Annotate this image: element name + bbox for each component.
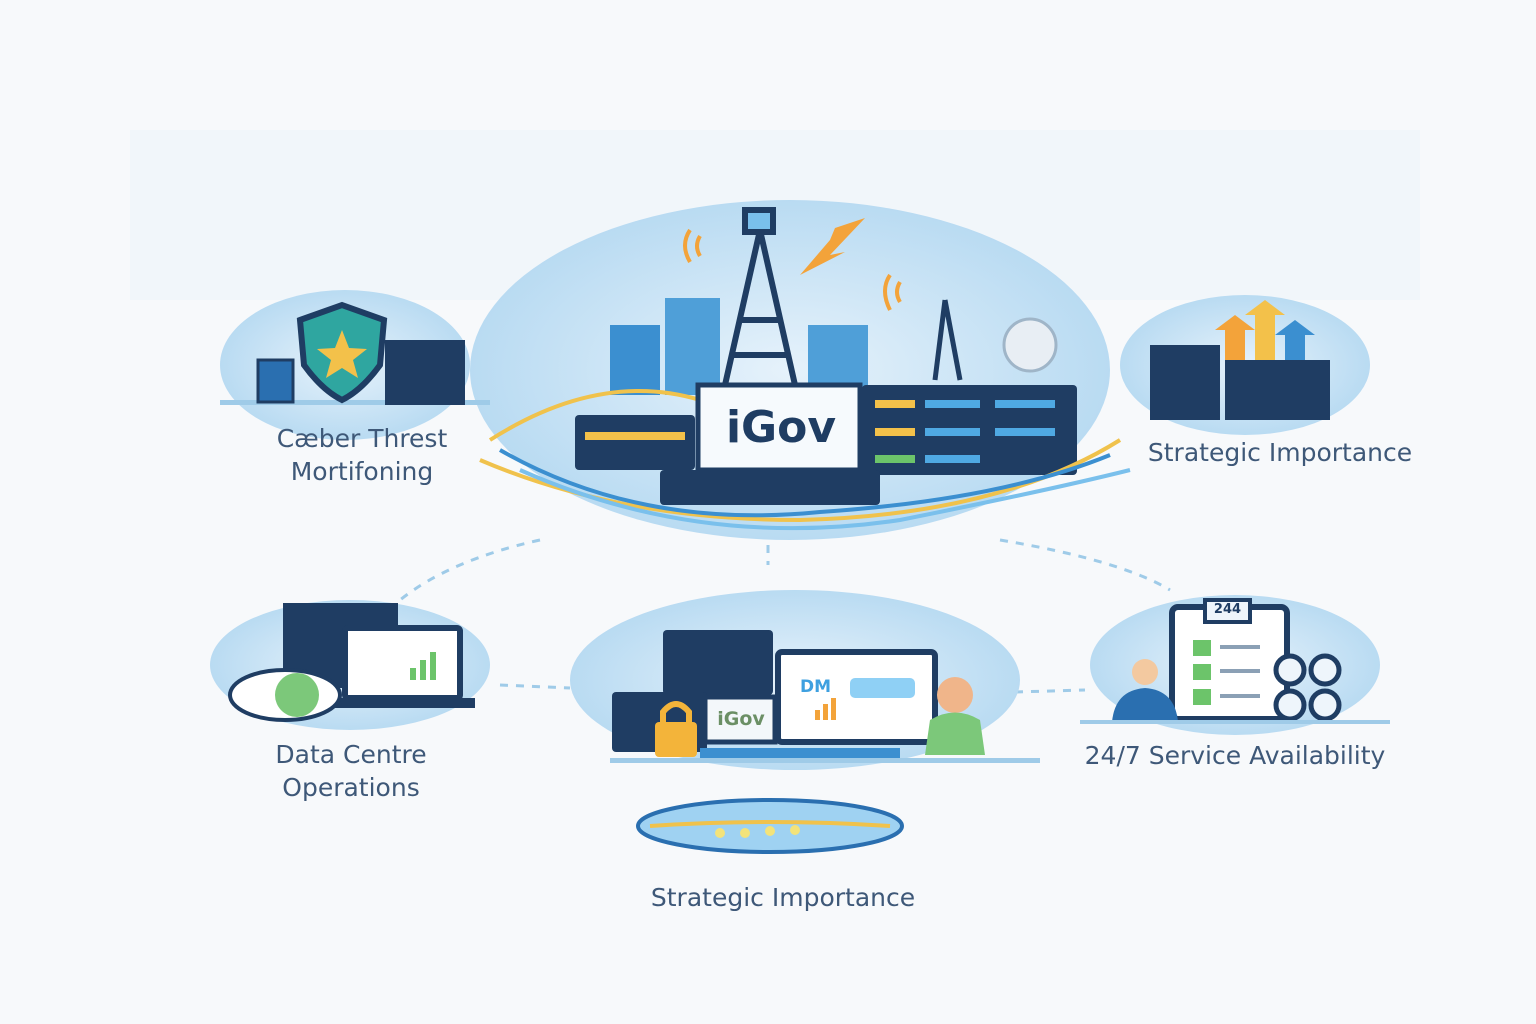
- label-strategic-top: Strategic Importance: [1148, 436, 1412, 469]
- label-line: 24/7 Service Availability: [1084, 741, 1386, 770]
- fiber-cable-node: [636, 798, 904, 854]
- label-line: Strategic Importance: [1147, 438, 1413, 467]
- person-icon: [1132, 659, 1158, 685]
- lightning-icon: [800, 218, 865, 275]
- person-icon: [937, 677, 973, 713]
- screen-logo: iGov: [717, 708, 765, 730]
- igov-logo: iGov: [725, 402, 837, 453]
- strategic-top-node: [1120, 295, 1370, 435]
- availability-node: [1080, 595, 1390, 735]
- workstation-node: [570, 590, 1040, 770]
- signal-icon: [683, 228, 702, 264]
- monitor-icon: [342, 625, 463, 701]
- label-line: Mortifoning: [290, 457, 434, 486]
- label-line: Data Centre: [275, 740, 427, 769]
- label-line: Cæber Threst: [276, 424, 448, 453]
- padlock-icon: [655, 722, 697, 757]
- datacentre-node: [210, 600, 490, 730]
- dashboard-text: DM: [800, 677, 832, 697]
- label-cyber: Cæber Threst Mortifoning: [277, 422, 448, 488]
- label-availability: 24/7 Service Availability: [1085, 739, 1386, 772]
- growth-arrows-icon: [1215, 300, 1315, 360]
- igov-panel: [695, 382, 863, 473]
- label-line: Operations: [282, 773, 420, 802]
- label-strategic-bottom: Strategic Importance: [651, 881, 915, 914]
- availability-badge: 244: [1213, 602, 1242, 617]
- satellite-dish-icon: [1002, 317, 1058, 373]
- house-icon: [256, 358, 295, 404]
- connector-lines: [399, 538, 1171, 694]
- radio-tower-icon: [722, 207, 798, 386]
- label-line: Strategic Importance: [650, 883, 916, 912]
- cyber-node: [220, 290, 490, 440]
- label-datacentre: Data Centre Operations: [275, 738, 426, 804]
- support-agents-icon: [1273, 653, 1342, 722]
- fiber-cables: [479, 389, 1131, 531]
- central-hub: [470, 200, 1131, 540]
